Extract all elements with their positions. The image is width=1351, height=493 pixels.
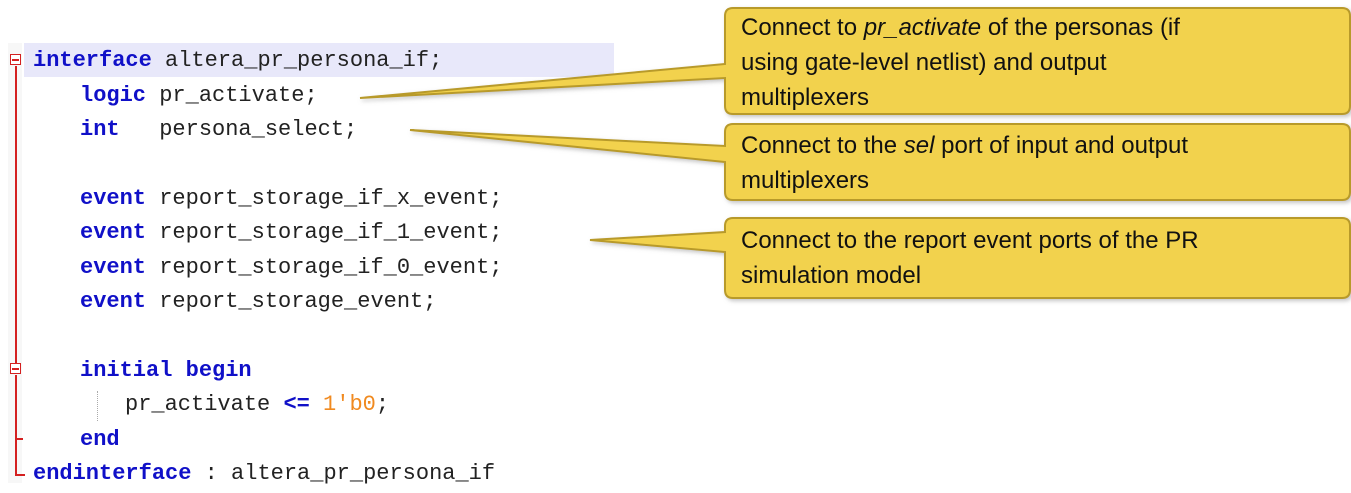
callout-3-text: Connect to the report event ports of the…: [741, 223, 1199, 293]
code-line: event report_storage_if_1_event;: [80, 220, 502, 246]
callout-2: [409, 123, 1351, 201]
keyword: event: [80, 186, 147, 211]
callout-text: port of input and output: [934, 132, 1188, 159]
callout-line: Connect to the sel port of input and out…: [741, 128, 1188, 163]
code-text: : altera_pr_persona_if: [191, 461, 496, 486]
code-line: end: [80, 427, 120, 453]
callout-line: multiplexers: [741, 167, 870, 194]
code-text: altera_pr_persona_if;: [151, 48, 443, 73]
code-text: report_storage_if_x_event;: [146, 186, 503, 211]
current-line-highlight: [24, 43, 614, 77]
keyword: interface: [33, 48, 152, 73]
fold-collapse-icon[interactable]: [10, 54, 21, 65]
code-editor: interface altera_pr_persona_if; logic pr…: [8, 43, 614, 487]
code-line: interface altera_pr_persona_if;: [33, 48, 442, 74]
code-text: pr_activate;: [146, 83, 318, 108]
callout-line: multiplexers: [741, 84, 870, 111]
code-line: pr_activate <= 1'b0;: [125, 392, 389, 418]
code-text: report_storage_event;: [146, 289, 437, 314]
callout-emphasis: pr_activate: [863, 14, 982, 41]
callout-line: Connect to pr_activate of the personas (…: [741, 10, 1180, 45]
keyword: endinterface: [33, 461, 192, 486]
code-text: report_storage_if_0_event;: [146, 255, 503, 280]
callout-1-text: Connect to pr_activate of the personas (…: [741, 10, 1180, 115]
code-text: persona_select;: [119, 117, 358, 142]
code-line: int persona_select;: [80, 117, 357, 143]
callout-1: [359, 7, 1351, 115]
callout-text: of the personas (if: [981, 14, 1180, 41]
callout-line: simulation model: [741, 262, 922, 289]
indent-guide: [97, 391, 98, 421]
fold-line: [15, 375, 17, 475]
number-literal: 1'b0: [309, 392, 376, 417]
callout-line: using gate-level netlist) and output: [741, 49, 1107, 76]
keyword: int: [80, 117, 120, 142]
code-line: endinterface : altera_pr_persona_if: [33, 461, 495, 487]
code-line: logic pr_activate;: [80, 83, 318, 109]
callout-3: [589, 217, 1351, 299]
keyword: logic: [80, 83, 147, 108]
code-line: event report_storage_event;: [80, 289, 436, 315]
fold-end-mark: [15, 438, 23, 440]
callout-emphasis: sel: [903, 132, 935, 159]
keyword: event: [80, 289, 147, 314]
fold-end-mark: [15, 474, 25, 476]
keyword: initial begin: [80, 358, 252, 383]
code-line: initial begin: [80, 358, 252, 384]
callout-2-text: Connect to the sel port of input and out…: [741, 128, 1188, 198]
keyword: event: [80, 220, 147, 245]
fold-collapse-icon[interactable]: [10, 363, 21, 374]
keyword: end: [80, 427, 120, 452]
code-text: ;: [375, 392, 390, 417]
fold-line: [15, 66, 17, 366]
operator: <=: [283, 392, 310, 417]
callout-line: Connect to the report event ports of the…: [741, 227, 1199, 254]
code-line: event report_storage_if_0_event;: [80, 255, 502, 281]
code-line: event report_storage_if_x_event;: [80, 186, 502, 212]
callout-text: Connect to: [741, 14, 864, 41]
code-text: pr_activate: [125, 392, 284, 417]
code-text: report_storage_if_1_event;: [146, 220, 503, 245]
keyword: event: [80, 255, 147, 280]
callout-text: Connect to the: [741, 132, 904, 159]
